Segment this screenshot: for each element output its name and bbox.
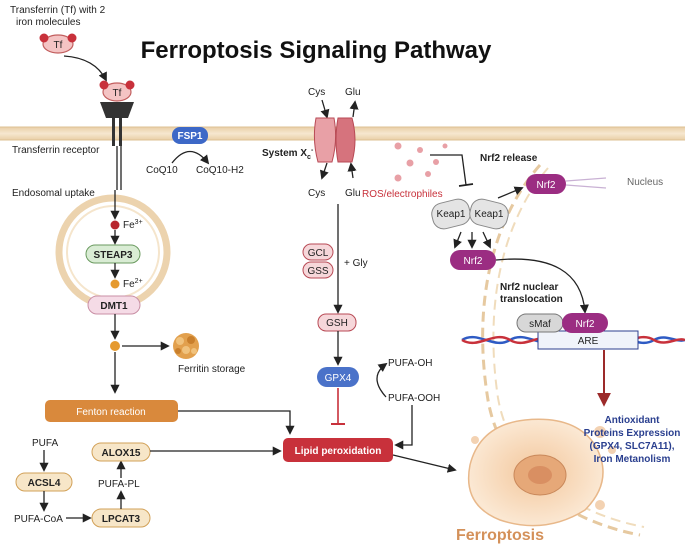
fe3-label: Fe3+	[123, 219, 143, 231]
lipid-peroxidation-box	[283, 438, 393, 462]
gcl-label: GCL	[308, 248, 329, 259]
nrf2-released-box	[526, 174, 566, 194]
gsh-label: GSH	[326, 318, 348, 329]
pufa-pl-label: PUFA-PL	[98, 479, 140, 490]
nrf2-translocation-line1: Nrf2 nuclear	[500, 282, 558, 293]
gly-label: + Gly	[344, 258, 368, 269]
ferroptotic-cell-icon	[467, 418, 616, 527]
keap1-right-label: Keap1	[475, 209, 504, 220]
tf-label: Tf	[54, 40, 63, 51]
fe2-ion	[110, 279, 120, 289]
tf-binding-arrow	[63, 55, 107, 82]
page-title: Ferroptosis Signaling Pathway	[141, 37, 492, 64]
nucleus-label: Nucleus	[627, 177, 663, 188]
gpx4-box	[317, 367, 359, 387]
nrf2-release-arrow	[497, 186, 524, 199]
fsp1-box	[172, 127, 208, 144]
fenton-reaction-box	[45, 400, 178, 422]
free-iron	[110, 341, 120, 351]
are-label: ARE	[578, 336, 599, 347]
fenton-reaction-label: Fenton reaction	[76, 407, 146, 418]
system-xc-label: System Xc-	[262, 147, 314, 161]
gpx4-pufa-arrow	[376, 362, 388, 398]
nrf2-dna-box	[562, 313, 608, 333]
alox15-label: ALOX15	[102, 448, 141, 459]
fsp1-label: FSP1	[177, 131, 202, 142]
gss-box	[302, 261, 334, 279]
nrf2-released-label: Nrf2	[537, 180, 556, 191]
smaf-label: sMaf	[529, 319, 551, 330]
antioxidant-line1: Antioxidant	[605, 415, 661, 426]
coq10-label: CoQ10	[146, 165, 178, 176]
system-xc-transporter	[313, 117, 356, 163]
gcl-box	[302, 243, 334, 261]
glu-top-label: Glu	[345, 87, 361, 98]
ferritin-icon	[173, 333, 199, 359]
ros-particles	[394, 142, 448, 182]
nrf2-free-label: Nrf2	[464, 256, 483, 267]
cys-top-label: Cys	[308, 87, 325, 98]
glu-bottom-label: Glu	[345, 188, 361, 199]
endosomal-uptake-label: Endosomal uptake	[12, 188, 95, 199]
antioxidant-line3: (GPX4, SLC7A11),	[589, 441, 674, 452]
pufa-ooh-label: PUFA-OOH	[388, 393, 440, 404]
tf-receptor-label: Tf	[113, 88, 122, 99]
pufa-oh-label: PUFA-OH	[388, 358, 432, 369]
antioxidant-line2: Proteins Expression	[584, 428, 681, 439]
nrf2-release-label: Nrf2 release	[480, 153, 538, 164]
keap1-complex	[431, 198, 509, 230]
transferrin-receptor-label: Transferrin receptor	[12, 145, 100, 156]
transferrin-receptor-icon	[99, 80, 135, 146]
nrf2-translocation-arrow	[495, 258, 589, 314]
tf-caption-line2: iron molecules	[16, 17, 80, 28]
transferrin-icon	[39, 33, 77, 54]
lipid-peroxidation-label: Lipid peroxidation	[295, 446, 382, 457]
pufa-label: PUFA	[32, 438, 58, 449]
coq10h2-label: CoQ10-H2	[196, 165, 244, 176]
coq10-arc	[171, 150, 210, 165]
gss-label: GSS	[307, 266, 328, 277]
nrf2-dna-label: Nrf2	[576, 319, 595, 330]
nrf2-free-box	[450, 250, 496, 270]
acsl4-label: ACSL4	[28, 478, 61, 489]
pufa-coa-label: PUFA-CoA	[14, 514, 63, 525]
ros-inhibition-line	[430, 154, 467, 186]
steap3-label: STEAP3	[94, 250, 133, 261]
ros-label: ROS/electrophiles	[362, 189, 443, 200]
ferroptosis-label: Ferroptosis	[456, 527, 544, 544]
pufa-ooh-to-lipid-arrow	[394, 405, 413, 450]
nrf2-translocation-line2: translocation	[500, 294, 563, 305]
dmt1-label: DMT1	[100, 301, 128, 312]
antioxidant-line4: Iron Metanolism	[594, 454, 671, 465]
dmt1-box	[87, 295, 141, 315]
fe3-ion	[110, 220, 120, 230]
lpcat3-label: LPCAT3	[102, 514, 141, 525]
ferritin-storage-label: Ferritin storage	[178, 364, 246, 375]
fe2-label: Fe2+	[123, 278, 143, 290]
steap3-box	[85, 244, 141, 264]
gpx4-label: GPX4	[325, 373, 352, 384]
tf-caption-line1: Transferrin (Tf) with 2	[10, 5, 106, 16]
alox15-box	[91, 442, 151, 462]
cys-bottom-label: Cys	[308, 188, 325, 199]
keap1-left-label: Keap1	[437, 209, 466, 220]
gsh-box	[317, 313, 357, 332]
fenton-to-lipid-arrow	[178, 410, 295, 435]
